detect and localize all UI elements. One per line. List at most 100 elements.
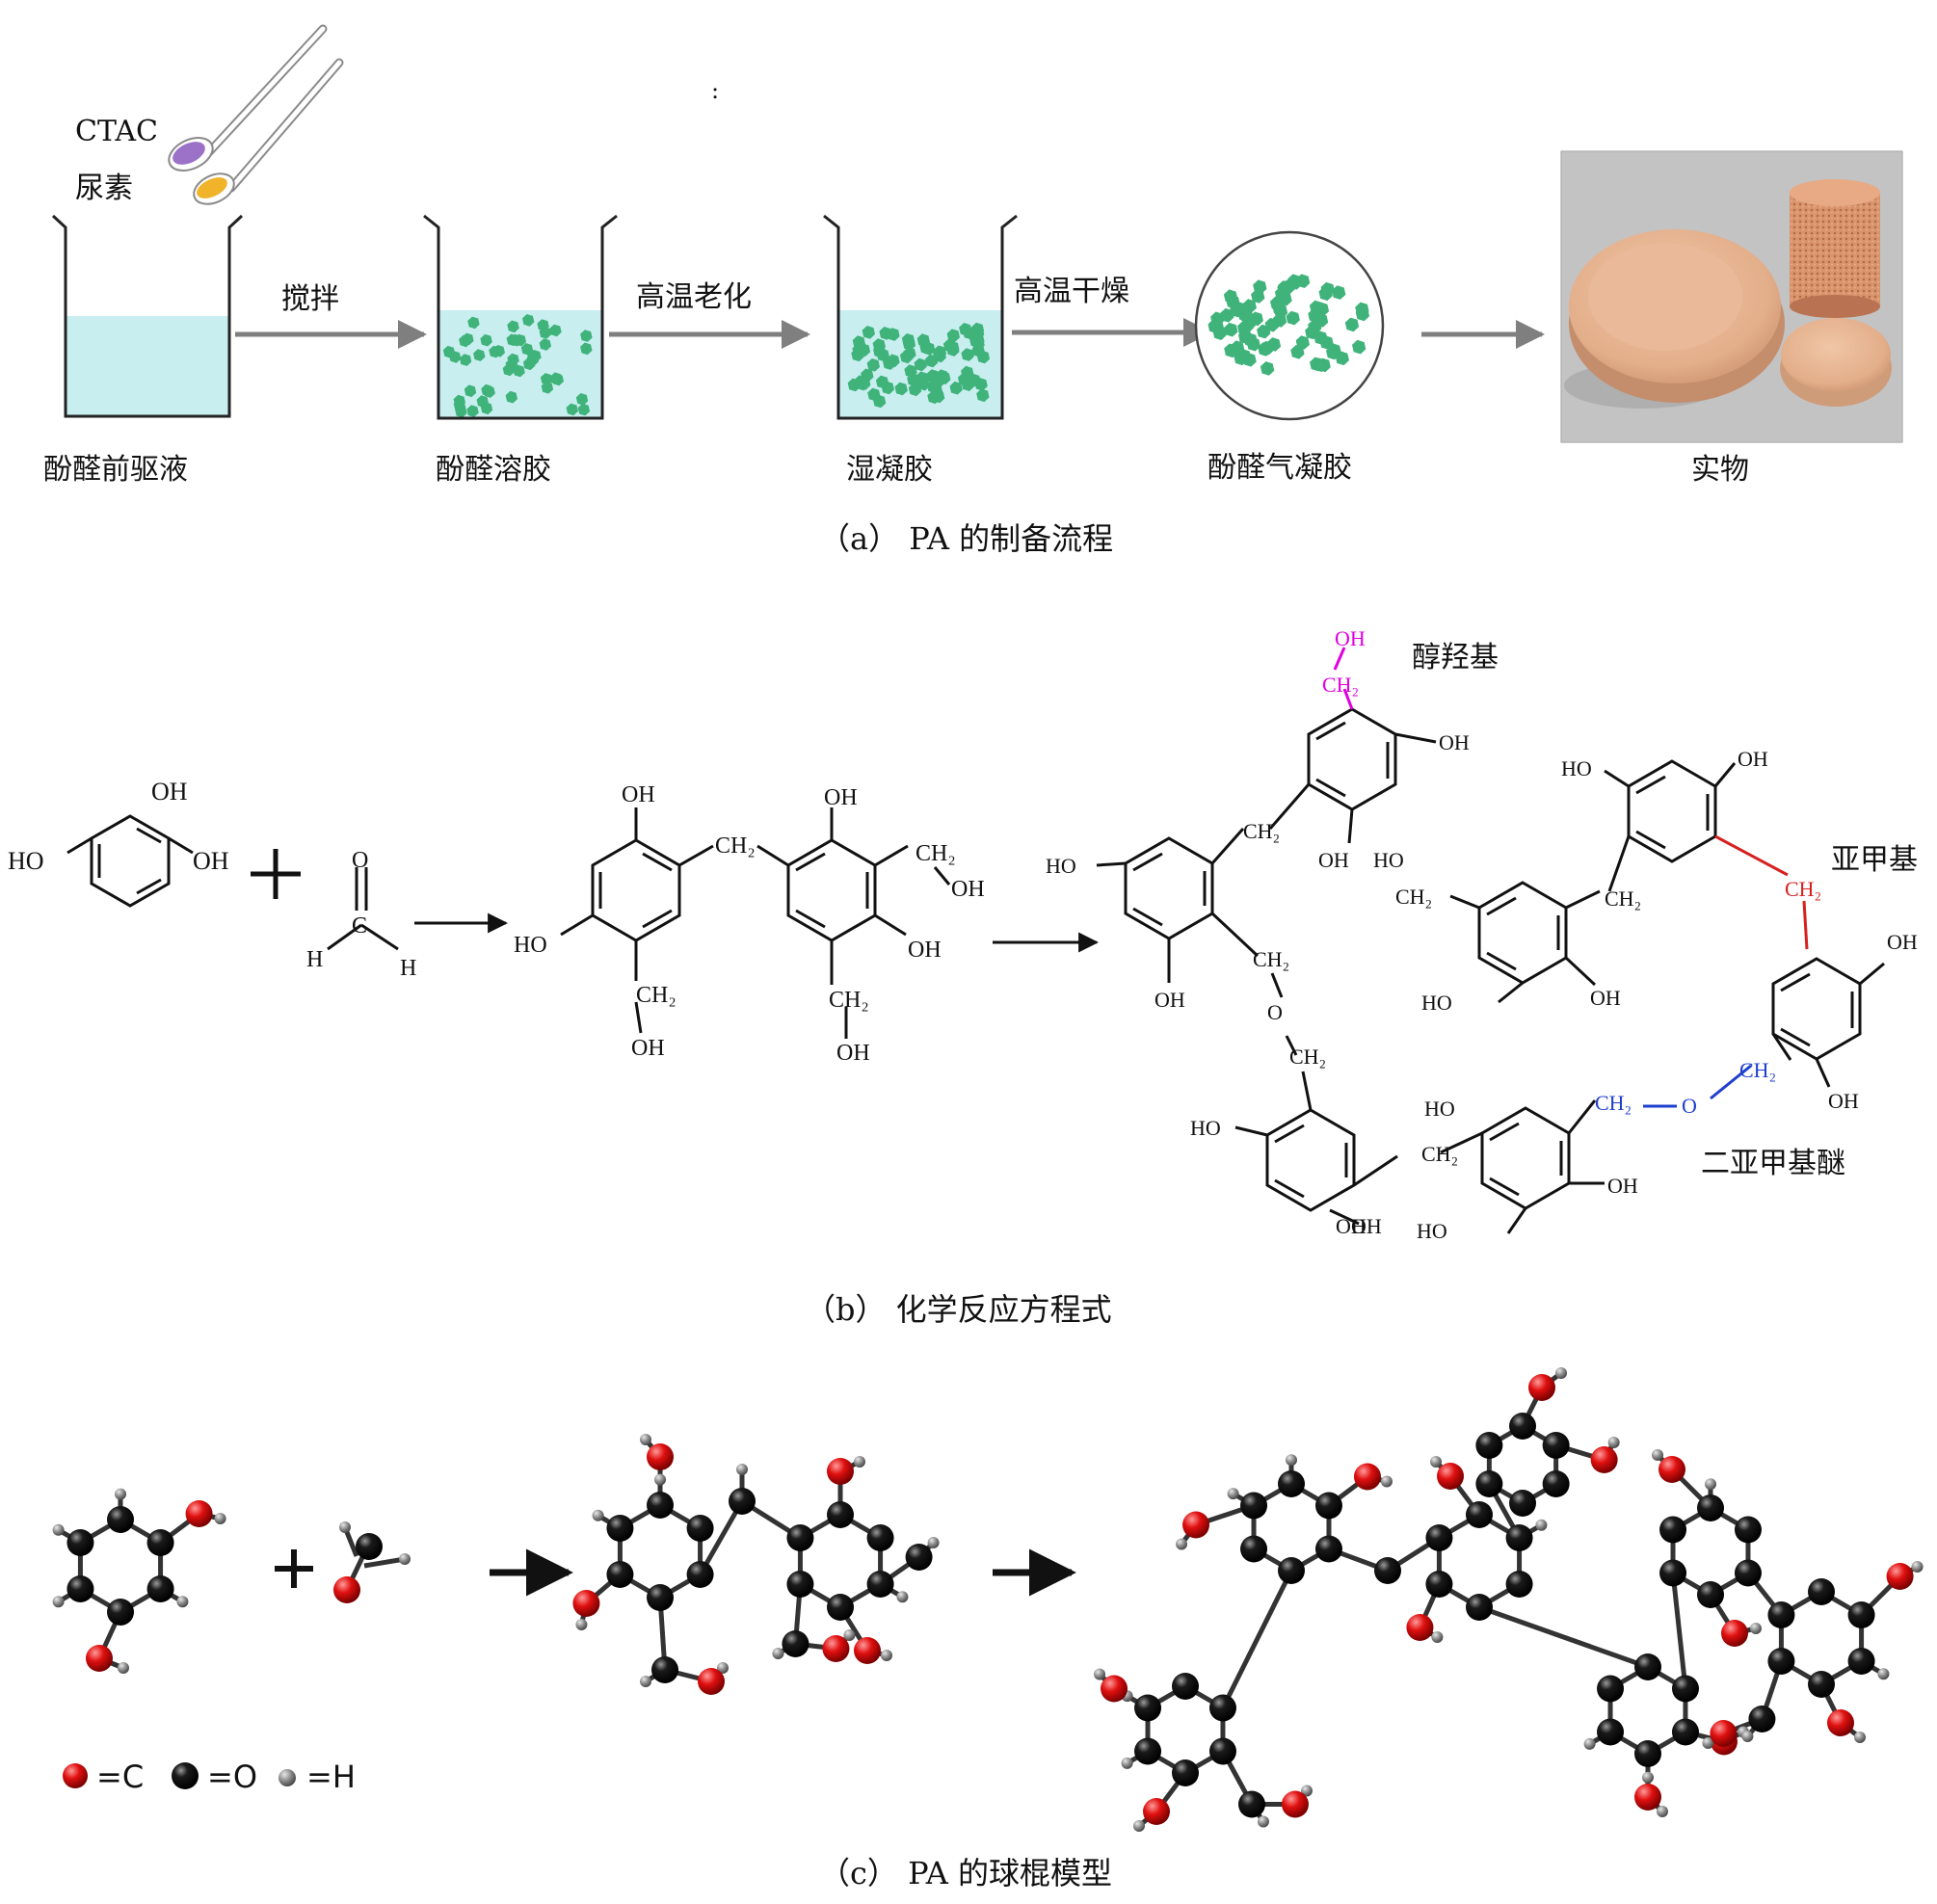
network-ch2-1: CH₂ (1243, 819, 1280, 843)
particle (520, 343, 534, 356)
network-oh-3: OH (1154, 988, 1185, 1012)
hydrogen-atom (1657, 1806, 1668, 1817)
black-atom (1509, 1413, 1536, 1440)
dimer-ch2-bridge: CH₂ (715, 833, 756, 859)
hydrogen-atom (717, 1662, 729, 1674)
particle (510, 333, 522, 347)
black-atom (1847, 1601, 1875, 1628)
black-atom (1597, 1718, 1625, 1746)
particle (522, 314, 535, 327)
red-atom (647, 1443, 674, 1470)
network-ho-1: HO (1046, 854, 1076, 878)
particle (489, 345, 501, 358)
hydrogen-atom (575, 1619, 588, 1630)
legend-black-atom-icon (172, 1762, 199, 1789)
black-atom (1748, 1706, 1776, 1732)
particle (1344, 317, 1360, 332)
bond (1478, 1604, 1649, 1670)
network-hydroxyl-oh: OH (1335, 626, 1366, 650)
resorcinol-oh-right: OH (193, 847, 229, 875)
black-atom (1697, 1494, 1724, 1521)
particle (1313, 357, 1327, 372)
network-oh-2: OH (1318, 848, 1349, 872)
particle (961, 348, 974, 361)
black-atom (146, 1575, 174, 1602)
hydrogen-atom (1642, 1771, 1654, 1784)
black-atom (1475, 1470, 1503, 1497)
hydrogen-atom (52, 1596, 65, 1608)
particle (1238, 330, 1253, 344)
hydrogen-atom (654, 1473, 666, 1486)
network-ch2-3: CH₂ (1289, 1045, 1326, 1069)
red-atom (1437, 1463, 1464, 1490)
network-oh-9: OH (1607, 1174, 1638, 1198)
red-atom (822, 1635, 850, 1662)
bond (698, 1499, 745, 1576)
black-atom (1237, 1790, 1265, 1818)
red-atom (185, 1500, 213, 1527)
black-atom (866, 1524, 894, 1551)
stage-label-aerogel: 酚醛气凝胶 (1207, 451, 1352, 485)
resorcinol-structure (66, 814, 194, 908)
particle (1224, 322, 1238, 337)
particle (957, 373, 971, 386)
particle (455, 405, 467, 418)
network-o-1: O (1267, 1000, 1283, 1024)
dimer-oh-top-right: OH (824, 785, 858, 810)
particle (549, 372, 563, 385)
particle (976, 388, 990, 403)
annotation-methylene: 亚甲基 (1831, 843, 1918, 877)
hydrogen-atom (854, 1456, 865, 1468)
red-atom (827, 1458, 854, 1485)
black-atom (1767, 1601, 1795, 1628)
hydrogen-atom (1121, 1757, 1133, 1769)
stage-label-wet-gel: 湿凝胶 (846, 453, 933, 487)
dimer-oh-bottom-right: OH (836, 1041, 870, 1066)
hydrogen-atom (1430, 1456, 1442, 1468)
bond (1670, 1573, 1688, 1689)
hydrogen-atom (1286, 1454, 1297, 1467)
hydrogen-atom (881, 1650, 892, 1661)
legend-label-h: =H (306, 1759, 356, 1795)
hydrogen-atom (176, 1596, 189, 1608)
black-atom (1278, 1470, 1305, 1497)
red-atom (1143, 1798, 1170, 1825)
network-ho-4: HO (1421, 991, 1452, 1015)
black-atom (786, 1524, 814, 1551)
panel-a-preparation-flow: : CTAC 尿素 酚醛前驱液 搅拌 酚醛溶胶 (43, 24, 1903, 557)
black-atom (1847, 1648, 1875, 1675)
particle (971, 344, 986, 357)
network-methylene-ch2: CH₂ (1785, 877, 1821, 901)
hydrogen-atom (1133, 1820, 1145, 1832)
network-ch2-4: CH₂ (1395, 885, 1432, 909)
red-atom (1590, 1446, 1618, 1473)
hydrogen-atom (214, 1513, 226, 1524)
dimer-oh-mid-right: OH (908, 938, 942, 963)
particle (539, 327, 551, 339)
arrow-label-stir: 搅拌 (281, 282, 339, 316)
particle (526, 353, 540, 366)
hydrogen-atom (1300, 1785, 1313, 1797)
network-ether-ch2-left: CH₂ (1595, 1091, 1632, 1115)
annotation-hydroxyl: 醇羟基 (1412, 641, 1499, 674)
hydrogen-atom (1741, 1731, 1754, 1742)
panel-c-ball-stick-models: =C =O =H （c） PA 的球棍模型 (52, 1367, 1924, 1891)
hydrogen-atom (339, 1521, 351, 1533)
particle (539, 338, 551, 351)
particle (1251, 289, 1265, 304)
network-ho-3: HO (1373, 848, 1404, 872)
polymer-network-structure (1096, 647, 1885, 1234)
red-atom (1281, 1790, 1309, 1818)
hydrogen-atom (399, 1553, 411, 1565)
hydrogen-atom (772, 1648, 784, 1659)
network-oh-10: OH (1336, 1214, 1367, 1238)
particle (580, 342, 593, 356)
legend-label-o: =O (207, 1759, 257, 1795)
hydrogen-atom (640, 1434, 651, 1445)
particle (1295, 335, 1310, 350)
red-atom (1634, 1784, 1661, 1811)
hydrogen-atom (1380, 1475, 1393, 1488)
red-atom (1182, 1511, 1210, 1539)
red-atom (1101, 1675, 1128, 1703)
particle (1223, 289, 1238, 304)
